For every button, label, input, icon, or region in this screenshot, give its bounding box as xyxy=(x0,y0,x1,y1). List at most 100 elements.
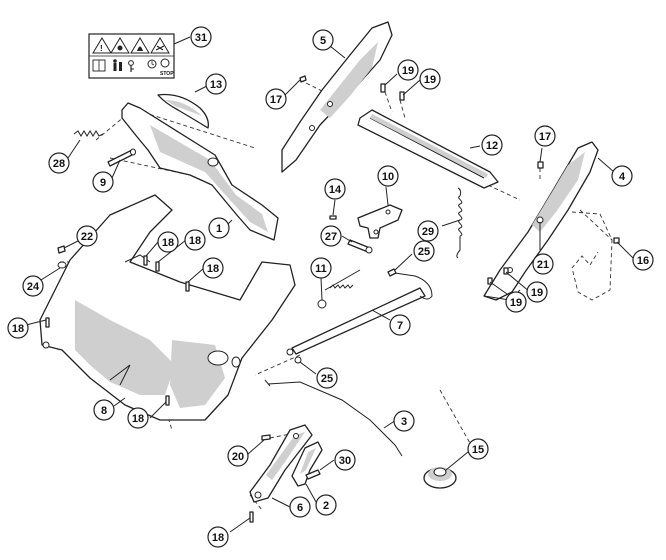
callout-24: 24 xyxy=(22,275,44,297)
callout-11: 11 xyxy=(310,257,332,279)
callout-18e: 18 xyxy=(127,407,149,429)
callout-12: 12 xyxy=(481,134,503,156)
callout-19c: 19 xyxy=(505,291,527,313)
callout-25b: 25 xyxy=(316,367,338,389)
callout-number: 31 xyxy=(195,32,207,44)
callout-number: 30 xyxy=(339,455,351,467)
callout-number: 16 xyxy=(637,255,649,267)
callout-number: 15 xyxy=(472,444,484,456)
main-frame-part xyxy=(39,194,296,421)
latch-bracket-part xyxy=(357,204,403,239)
hand-warning-icon xyxy=(110,37,130,54)
callout-number: 18 xyxy=(207,263,219,275)
callout-number: 10 xyxy=(382,171,394,183)
leader-lines xyxy=(25,36,634,533)
callout-number: 19 xyxy=(402,65,414,77)
callout-number: 19 xyxy=(531,287,543,299)
pin-part xyxy=(107,148,136,167)
callout-circle xyxy=(377,165,399,187)
callout-3: 3 xyxy=(393,410,415,432)
callout-1: 1 xyxy=(208,217,230,239)
callout-number: 4 xyxy=(619,171,626,183)
callout-18d: 18 xyxy=(7,317,29,339)
callout-17b: 17 xyxy=(534,125,556,147)
extension-spring-part xyxy=(456,187,463,259)
callout-number: 19 xyxy=(510,297,522,309)
key-icon xyxy=(128,60,134,72)
callout-number: 21 xyxy=(537,259,549,271)
callout-circle xyxy=(184,229,206,251)
callout-10: 10 xyxy=(377,165,399,187)
callout-number: 18 xyxy=(12,323,24,335)
callout-circle xyxy=(320,225,342,247)
callout-circle xyxy=(76,225,98,247)
callout-number: 12 xyxy=(486,140,498,152)
callout-number: 20 xyxy=(232,451,244,463)
callout-13: 13 xyxy=(205,73,227,95)
callout-number: 27 xyxy=(325,231,337,243)
callout-21: 21 xyxy=(532,253,554,275)
callout-number: 18 xyxy=(162,237,174,249)
callout-14: 14 xyxy=(324,178,346,200)
callout-circle xyxy=(190,26,212,48)
callout-number: 2 xyxy=(323,500,329,512)
callout-18f: 18 xyxy=(207,526,229,548)
callout-number: 18 xyxy=(189,235,201,247)
callout-circle xyxy=(157,231,179,253)
callout-number: 5 xyxy=(320,35,326,47)
pedal-pin-part xyxy=(305,469,321,480)
callout-15: 15 xyxy=(467,438,489,460)
callout-18b: 18 xyxy=(184,229,206,251)
svg-text:!: ! xyxy=(100,44,103,53)
callout-30: 30 xyxy=(334,449,356,471)
callout-circle xyxy=(397,59,419,81)
callout-4: 4 xyxy=(611,165,633,187)
callout-18c: 18 xyxy=(202,257,224,279)
callout-circle xyxy=(227,445,249,467)
callout-circle xyxy=(92,171,114,193)
callout-circle xyxy=(312,29,334,51)
callout-22: 22 xyxy=(76,225,98,247)
operator-icon xyxy=(113,59,122,71)
left-side-plate-part xyxy=(281,21,393,173)
callout-circle xyxy=(7,317,29,339)
callout-28: 28 xyxy=(48,152,70,174)
fasteners xyxy=(45,75,620,523)
warning-triangle-icon: ! xyxy=(92,37,112,54)
fire-warning-icon xyxy=(130,37,150,54)
callout-circle xyxy=(22,275,44,297)
handle-bracket-part xyxy=(121,102,279,241)
callout-circle xyxy=(467,438,489,460)
long-rod-part xyxy=(264,379,403,457)
callout-circle xyxy=(419,68,441,90)
callout-circle xyxy=(393,410,415,432)
callout-circle xyxy=(413,240,435,262)
callout-number: 28 xyxy=(53,158,65,170)
callout-circle xyxy=(127,407,149,429)
callout-9: 9 xyxy=(92,171,114,193)
callout-2: 2 xyxy=(315,494,337,516)
callout-circle xyxy=(205,73,227,95)
callout-number: 3 xyxy=(401,416,407,428)
callout-circle xyxy=(315,494,337,516)
callout-circle xyxy=(208,217,230,239)
callout-number: 9 xyxy=(100,177,106,189)
callout-circle xyxy=(324,178,346,200)
warning-label-part: ! xyxy=(88,33,175,79)
callout-27: 27 xyxy=(320,225,342,247)
callout-circle xyxy=(265,88,287,110)
callout-circle xyxy=(481,134,503,156)
callout-19d: 19 xyxy=(526,281,548,303)
callout-number: 13 xyxy=(210,79,222,91)
clock-icon xyxy=(147,58,170,69)
callout-number: 11 xyxy=(315,263,327,275)
small-spring-part xyxy=(347,239,373,254)
callout-29: 29 xyxy=(417,220,439,242)
callout-circle xyxy=(532,253,554,275)
callout-number: 29 xyxy=(422,226,434,238)
callout-20: 20 xyxy=(227,445,249,467)
callout-circle xyxy=(632,249,654,271)
callout-8: 8 xyxy=(93,399,115,421)
top-cover-part xyxy=(157,93,209,129)
